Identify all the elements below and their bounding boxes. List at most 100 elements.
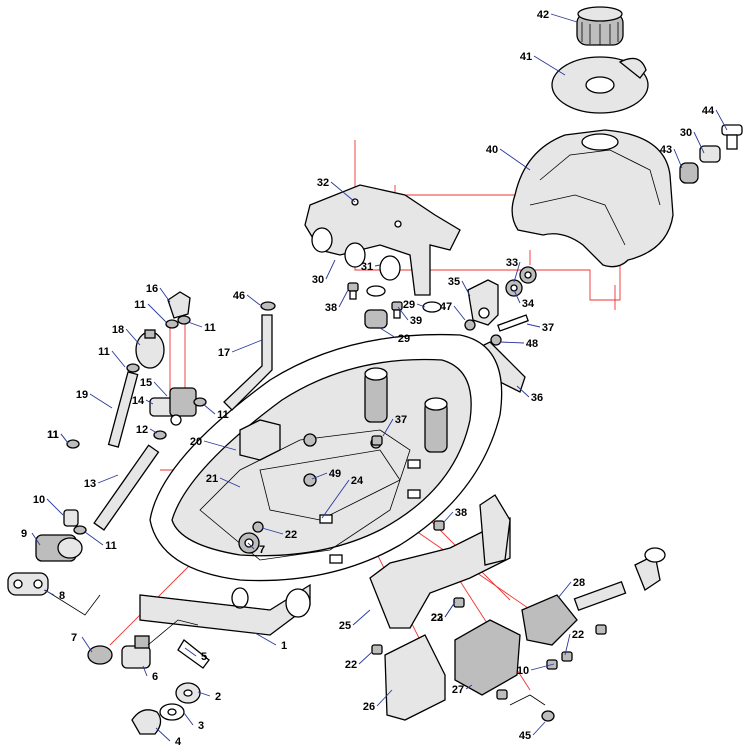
part-label-2: 2 <box>215 691 221 703</box>
leader-line-5 <box>184 647 197 657</box>
leader-line-35 <box>461 280 471 297</box>
part-label-25: 25 <box>339 620 351 632</box>
fuel-hose-18 <box>107 371 139 448</box>
hose-clips-11 <box>66 315 207 535</box>
leader-line-14 <box>145 399 154 405</box>
fuel-cap-41 <box>576 6 624 46</box>
leader-line-27 <box>465 684 473 690</box>
leader-line-7 <box>81 636 93 653</box>
part-label-48: 48 <box>526 338 538 350</box>
leader-line-23 <box>444 601 456 618</box>
lower-cowling-1 <box>139 333 503 636</box>
leader-lines <box>31 13 728 742</box>
part-label-32: 32 <box>317 177 329 189</box>
part-label-11: 11 <box>105 540 117 552</box>
part-label-7: 7 <box>259 544 265 556</box>
part-label-15: 15 <box>140 377 152 389</box>
part-label-10: 10 <box>33 494 45 506</box>
leader-line-11 <box>147 303 167 323</box>
fuel-tank-39 <box>511 129 674 268</box>
leader-line-46 <box>246 294 261 306</box>
bolt-37 <box>371 435 445 531</box>
leader-line-11 <box>84 531 104 546</box>
leader-line-6 <box>142 665 148 677</box>
fuel-hose-16 <box>223 314 273 411</box>
part-label-30: 30 <box>312 274 324 286</box>
part-label-37: 37 <box>542 322 554 334</box>
washer-44 <box>509 694 555 722</box>
leader-line-36 <box>516 385 530 398</box>
leader-line-40 <box>499 148 531 171</box>
leader-line-3 <box>183 712 194 726</box>
part-label-31: 31 <box>361 261 373 273</box>
leader-line-11 <box>60 433 69 444</box>
part-label-42: 42 <box>537 9 549 21</box>
part-label-36: 36 <box>531 392 543 404</box>
leader-line-30 <box>693 131 705 154</box>
part-label-22: 22 <box>285 529 297 541</box>
part-label-12: 12 <box>136 424 148 436</box>
leader-line-22 <box>358 651 373 665</box>
bolts-38 <box>347 282 403 319</box>
bushing-2 <box>175 682 201 704</box>
leader-line-38 <box>338 289 349 308</box>
leader-line-22 <box>564 633 571 656</box>
leader-line-33 <box>513 261 521 283</box>
part-label-11: 11 <box>98 346 110 358</box>
tank-fitting-42-43 <box>679 124 743 184</box>
leader-line-47 <box>453 305 466 321</box>
fuel-valve-13-14 <box>149 387 197 426</box>
part-label-41: 41 <box>520 51 532 63</box>
washers-32-33-46 <box>464 266 537 331</box>
part-label-14: 14 <box>132 395 145 407</box>
part-label-28: 28 <box>573 577 585 589</box>
part-label-44: 44 <box>702 105 715 117</box>
leader-line-2 <box>197 691 211 697</box>
part-label-23: 23 <box>431 612 443 624</box>
primer-bulb-8 <box>7 572 101 616</box>
part-label-11: 11 <box>204 322 216 334</box>
leader-line-37 <box>526 323 541 328</box>
part-label-6: 6 <box>152 671 158 683</box>
part-label-22: 22 <box>431 612 443 624</box>
leader-line-49 <box>311 472 328 480</box>
fitting-10 <box>63 509 79 527</box>
leader-line-29 <box>379 327 397 339</box>
part-label-49: 49 <box>329 468 341 480</box>
fuel-filter-17 <box>135 329 165 369</box>
part-label-47: 47 <box>440 301 452 313</box>
part-label-4: 4 <box>175 736 182 748</box>
leader-line-10 <box>46 498 64 516</box>
part-label-18: 18 <box>112 324 124 336</box>
leader-line-48 <box>499 341 525 344</box>
leader-line-26 <box>376 689 393 707</box>
leader-line-7 <box>247 542 255 550</box>
part-label-29: 29 <box>398 333 410 345</box>
leader-line-32 <box>330 181 356 203</box>
part-label-13: 13 <box>84 478 96 490</box>
ignition-coil-27 <box>521 547 666 646</box>
leader-line-28 <box>557 581 572 599</box>
part-label-40: 40 <box>486 144 498 156</box>
part-label-11: 11 <box>217 409 229 421</box>
leader-line-41 <box>533 55 566 76</box>
part-label-24: 24 <box>351 475 364 487</box>
knob-4 <box>131 709 162 735</box>
leader-line-38 <box>443 511 454 523</box>
bolts-22 <box>371 597 607 662</box>
switch-6 <box>121 619 199 669</box>
part-label-38: 38 <box>325 302 337 314</box>
cover-25 <box>384 634 446 721</box>
part-label-26: 26 <box>363 701 375 713</box>
leader-line-29 <box>416 303 426 308</box>
part-label-30: 30 <box>680 127 692 139</box>
leader-line-8 <box>43 589 55 596</box>
part-label-34: 34 <box>522 298 535 310</box>
part-label-19: 19 <box>76 389 88 401</box>
leader-line-44 <box>715 109 728 131</box>
part-label-45: 45 <box>519 730 531 742</box>
leader-line-22 <box>261 527 284 535</box>
part-label-8: 8 <box>59 590 65 602</box>
part-label-37: 37 <box>395 414 407 426</box>
